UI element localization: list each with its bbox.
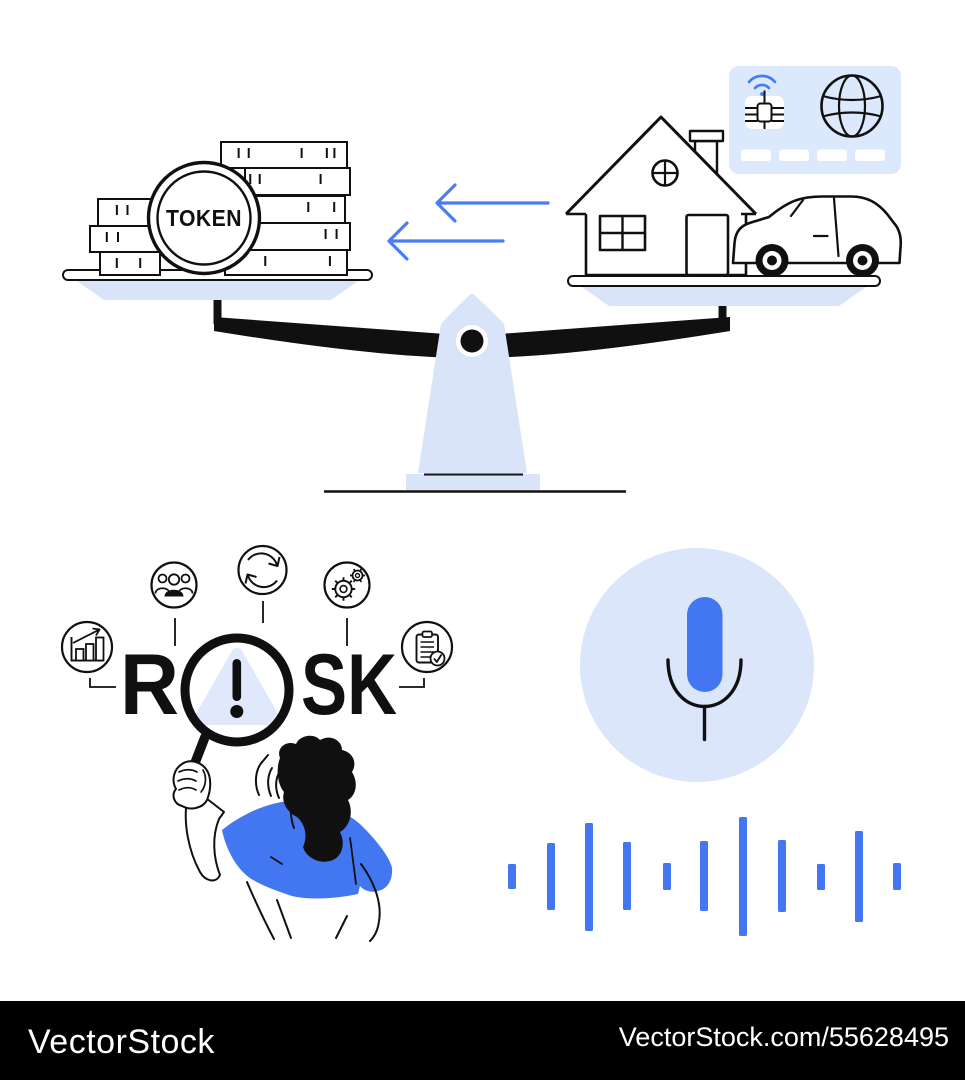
waveform-bar — [547, 843, 555, 910]
card-number-blocks — [741, 149, 885, 161]
token-coin: TOKEN — [146, 160, 262, 276]
house-icon — [564, 115, 758, 277]
balance-scale: TOKEN — [62, 66, 903, 493]
waveform-bar — [585, 823, 593, 931]
fulcrum-base — [406, 474, 540, 490]
waveform-bar — [893, 863, 901, 890]
coin — [99, 251, 161, 276]
exclamation-dot — [230, 705, 244, 718]
waveform-bar — [508, 864, 516, 889]
globe-icon — [820, 74, 884, 138]
waveform-bar — [623, 842, 631, 910]
waveform-bar — [778, 840, 786, 912]
waveform-bar — [739, 817, 747, 936]
token-label: TOKEN — [166, 205, 242, 231]
waveform-bar — [700, 841, 708, 911]
car-wheel — [755, 244, 789, 277]
scale-pan-right — [567, 275, 881, 306]
arrow-left-icon — [387, 221, 505, 261]
waveform-bar — [817, 864, 825, 890]
fulcrum-tower — [418, 293, 527, 473]
risk-letter-r: R — [120, 637, 179, 733]
waveform — [508, 817, 901, 936]
car-icon — [731, 195, 903, 277]
chip-icon — [745, 90, 784, 129]
team-icon — [150, 561, 198, 609]
watermark-bar: VectorStock VectorStock.com/55628495 — [0, 1001, 965, 1080]
hair — [277, 735, 356, 862]
bar-chart-icon — [60, 620, 114, 674]
credit-card-icon — [729, 66, 901, 174]
coin — [244, 167, 351, 196]
clipboard-check-icon — [400, 620, 454, 674]
voice-assistant — [508, 548, 901, 936]
gears-icon — [323, 561, 371, 609]
microphone-icon — [666, 597, 743, 742]
watermark-url: VectorStock.com/55628495 — [618, 1022, 949, 1052]
waveform-bar — [855, 831, 863, 922]
coin — [220, 141, 348, 169]
risk-connectors — [89, 601, 425, 688]
arrow-left-icon — [435, 183, 550, 223]
exclamation-mark — [232, 659, 242, 701]
wifi-icon — [747, 74, 777, 96]
left-hanger — [213, 296, 222, 324]
watermark-brand: VectorStock — [28, 1023, 215, 1061]
transfer-arrows — [387, 183, 550, 261]
car-wheel — [846, 244, 879, 277]
woman-figure — [172, 735, 393, 942]
pivot-dot — [460, 329, 484, 353]
risk-composition: R SK — [60, 544, 454, 942]
refresh-icon — [237, 544, 288, 596]
risk-letters-sk: SK — [301, 637, 397, 733]
magnifier-icon — [180, 633, 294, 773]
waveform-bar — [663, 863, 671, 890]
right-hanger — [718, 302, 727, 324]
hand-fist — [172, 760, 212, 810]
